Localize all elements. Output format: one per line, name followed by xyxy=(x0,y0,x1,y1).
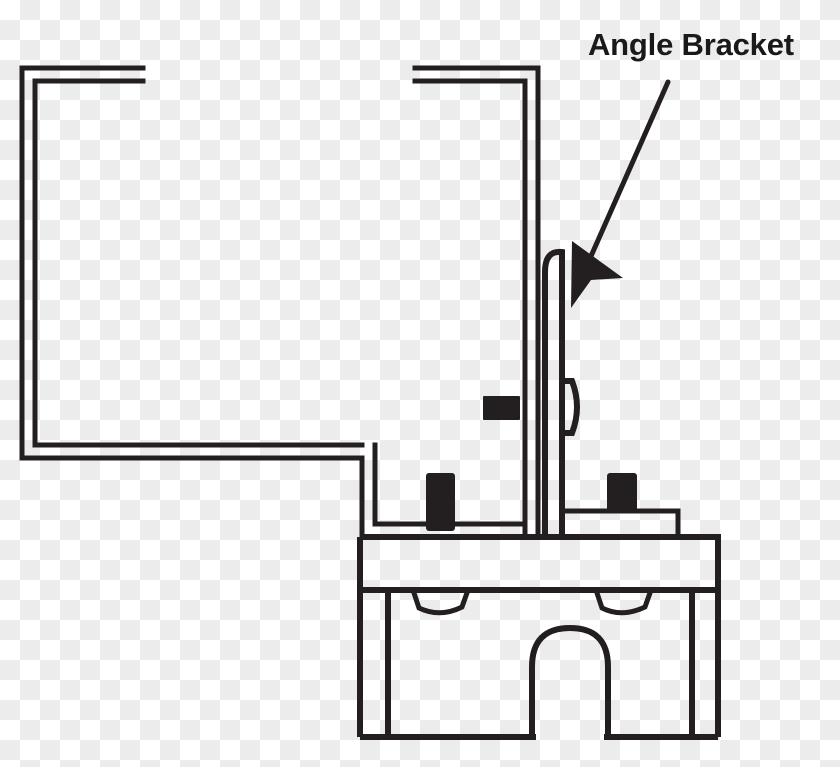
side-tab-fastener xyxy=(483,396,520,420)
left-channel-outer xyxy=(19,65,365,461)
callout-leader xyxy=(571,79,671,308)
left-countersink xyxy=(410,589,471,616)
left-channel-inner xyxy=(32,78,365,448)
arch-slot xyxy=(529,624,611,737)
countersinks xyxy=(410,589,654,616)
callout-leader-line xyxy=(581,79,671,275)
right-bolt-head xyxy=(607,473,637,513)
left-bolt-head xyxy=(426,473,455,531)
angle-bracket-flange xyxy=(562,508,681,537)
callout-arrowhead-icon xyxy=(571,241,623,308)
fasteners xyxy=(426,396,637,531)
right-channel-outer xyxy=(412,65,541,540)
angle-bracket-boss xyxy=(562,378,580,436)
left-channel-return-inner xyxy=(372,442,528,527)
angle-bracket-body xyxy=(542,248,580,537)
right-channel-inner xyxy=(412,78,528,540)
channel-profiles xyxy=(19,65,541,540)
callout-label-angle-bracket: Angle Bracket xyxy=(588,27,794,62)
bracket-flange-step xyxy=(562,508,681,537)
base-block xyxy=(357,534,721,740)
base-block-top-plate xyxy=(360,534,721,593)
right-countersink xyxy=(593,589,654,616)
angle-bracket-arm xyxy=(542,248,565,537)
